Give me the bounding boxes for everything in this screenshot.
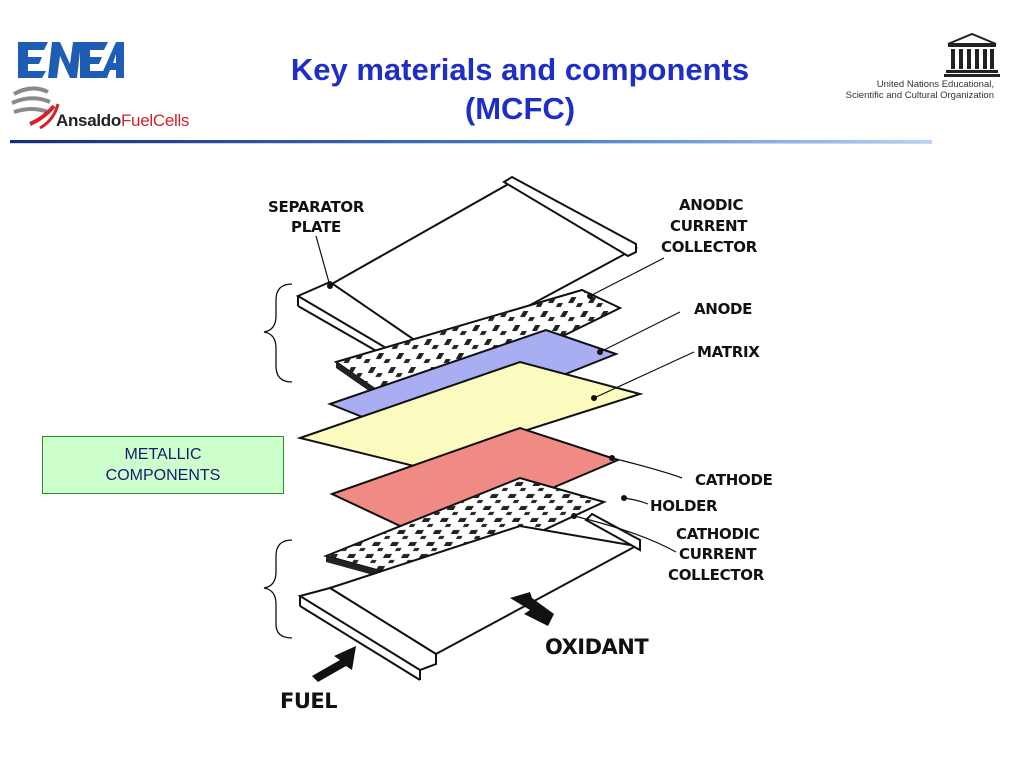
matrix-layer <box>296 360 644 468</box>
label-anodic-2: CURRENT <box>670 217 748 235</box>
label-oxidant: OXIDANT <box>545 635 649 659</box>
label-matrix: MATRIX <box>697 343 760 361</box>
header-divider <box>10 140 932 144</box>
metallic-components-callout: METALLIC COMPONENTS <box>42 436 284 494</box>
ansaldo-fuelcells-logo: AnsaldoFuelCells <box>56 111 189 131</box>
unesco-temple-icon <box>944 32 1000 77</box>
label-cathodic-2: CURRENT <box>679 545 757 563</box>
lower-bracket <box>263 539 293 639</box>
label-cathodic-1: CATHODIC <box>676 525 760 543</box>
enea-logo <box>18 42 124 78</box>
oxidant-arrow-icon <box>510 592 554 626</box>
title-line-1: Key materials and components <box>290 52 750 87</box>
upper-bracket <box>263 283 293 383</box>
ansaldo-logo-text: Ansaldo <box>56 111 121 130</box>
unesco-caption-line-1: United Nations Educational, <box>876 79 994 90</box>
label-fuel: FUEL <box>280 689 337 713</box>
page-title: Key materials and components (MCFC) <box>230 50 810 128</box>
label-holder: HOLDER <box>650 497 718 515</box>
label-anode: ANODE <box>694 300 752 318</box>
label-cathode: CATHODE <box>695 471 773 489</box>
label-anodic-3: COLLECTOR <box>661 238 758 256</box>
label-anodic-1: ANODIC <box>679 196 743 214</box>
bottom-separator-plate <box>297 512 641 681</box>
unesco-caption-line-2: Scientific and Cultural Organization <box>845 90 994 101</box>
title-line-2: (MCFC) <box>464 91 576 126</box>
ansaldo-swoosh-icon <box>11 86 60 130</box>
label-separator-1: SEPARATOR <box>268 198 365 216</box>
callout-line-2: COMPONENTS <box>105 467 221 484</box>
label-separator-2: PLATE <box>291 218 341 236</box>
fuel-arrow-icon <box>312 646 356 682</box>
callout-line-1: METALLIC <box>124 446 202 463</box>
fuelcells-logo-text: FuelCells <box>120 111 190 130</box>
label-cathodic-3: COLLECTOR <box>668 566 765 584</box>
